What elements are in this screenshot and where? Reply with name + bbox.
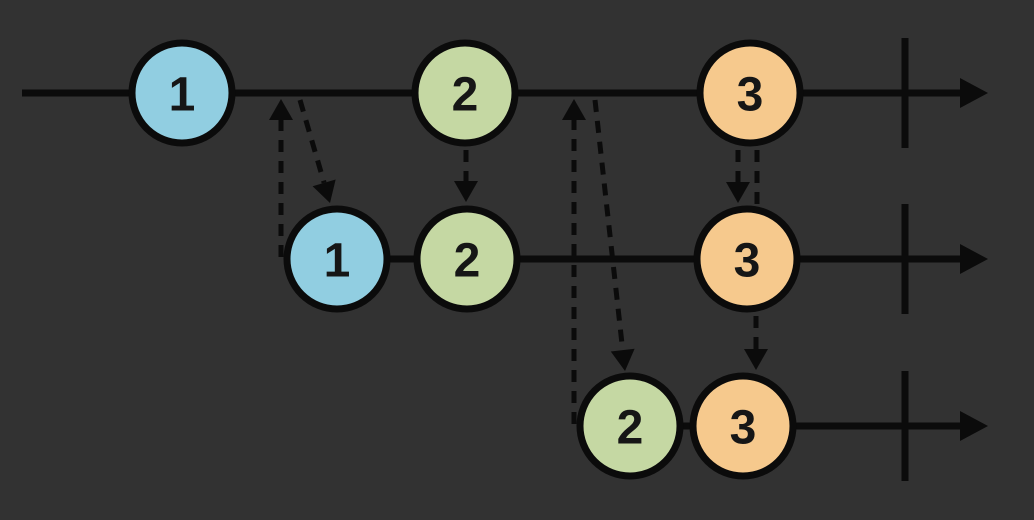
event-value: 2 [454,234,481,287]
replay-1-down-arrow [297,99,327,184]
event-marble-circle [693,205,801,313]
timeline-subscriber-1-arrowhead-icon [960,244,988,274]
event-marble-circle [576,372,684,480]
event-marble: 1 [128,39,236,147]
event-value: 3 [734,234,761,287]
forward-2-sub1-arrow-head-icon [454,181,478,202]
event-marble-circle [411,39,519,147]
event-marble-circle [128,39,236,147]
event-marble-circle [689,372,797,480]
event-marble: 2 [413,205,521,313]
event-marble: 1 [283,205,391,313]
event-value: 2 [452,68,479,121]
forward-3-sub1-arrow-head-icon [726,182,750,203]
event-marble: 3 [693,205,801,313]
replay-2-down-arrow-head-icon [610,348,635,371]
forward-3-sub2-arrow-head-icon [744,349,768,370]
event-marble-circle [283,205,391,313]
timeline-source-arrowhead-icon [960,78,988,108]
replay-2-down-arrow [592,99,626,351]
subscribe-1-up-arrow-head-icon [269,99,293,120]
timeline-subscriber-2-arrowhead-icon [960,411,988,441]
event-marble: 2 [576,372,684,480]
event-value: 3 [737,68,764,121]
event-value: 1 [169,68,196,121]
event-marble: 3 [696,39,804,147]
event-marble: 2 [411,39,519,147]
event-value: 3 [730,401,757,454]
event-marble-circle [696,39,804,147]
event-value: 1 [324,234,351,287]
replay-1-down-arrow-head-icon [312,179,336,203]
event-marble-circle [413,205,521,313]
event-marble: 3 [689,372,797,480]
subscribe-2-up-arrow-head-icon [562,99,586,120]
event-value: 2 [617,401,644,454]
